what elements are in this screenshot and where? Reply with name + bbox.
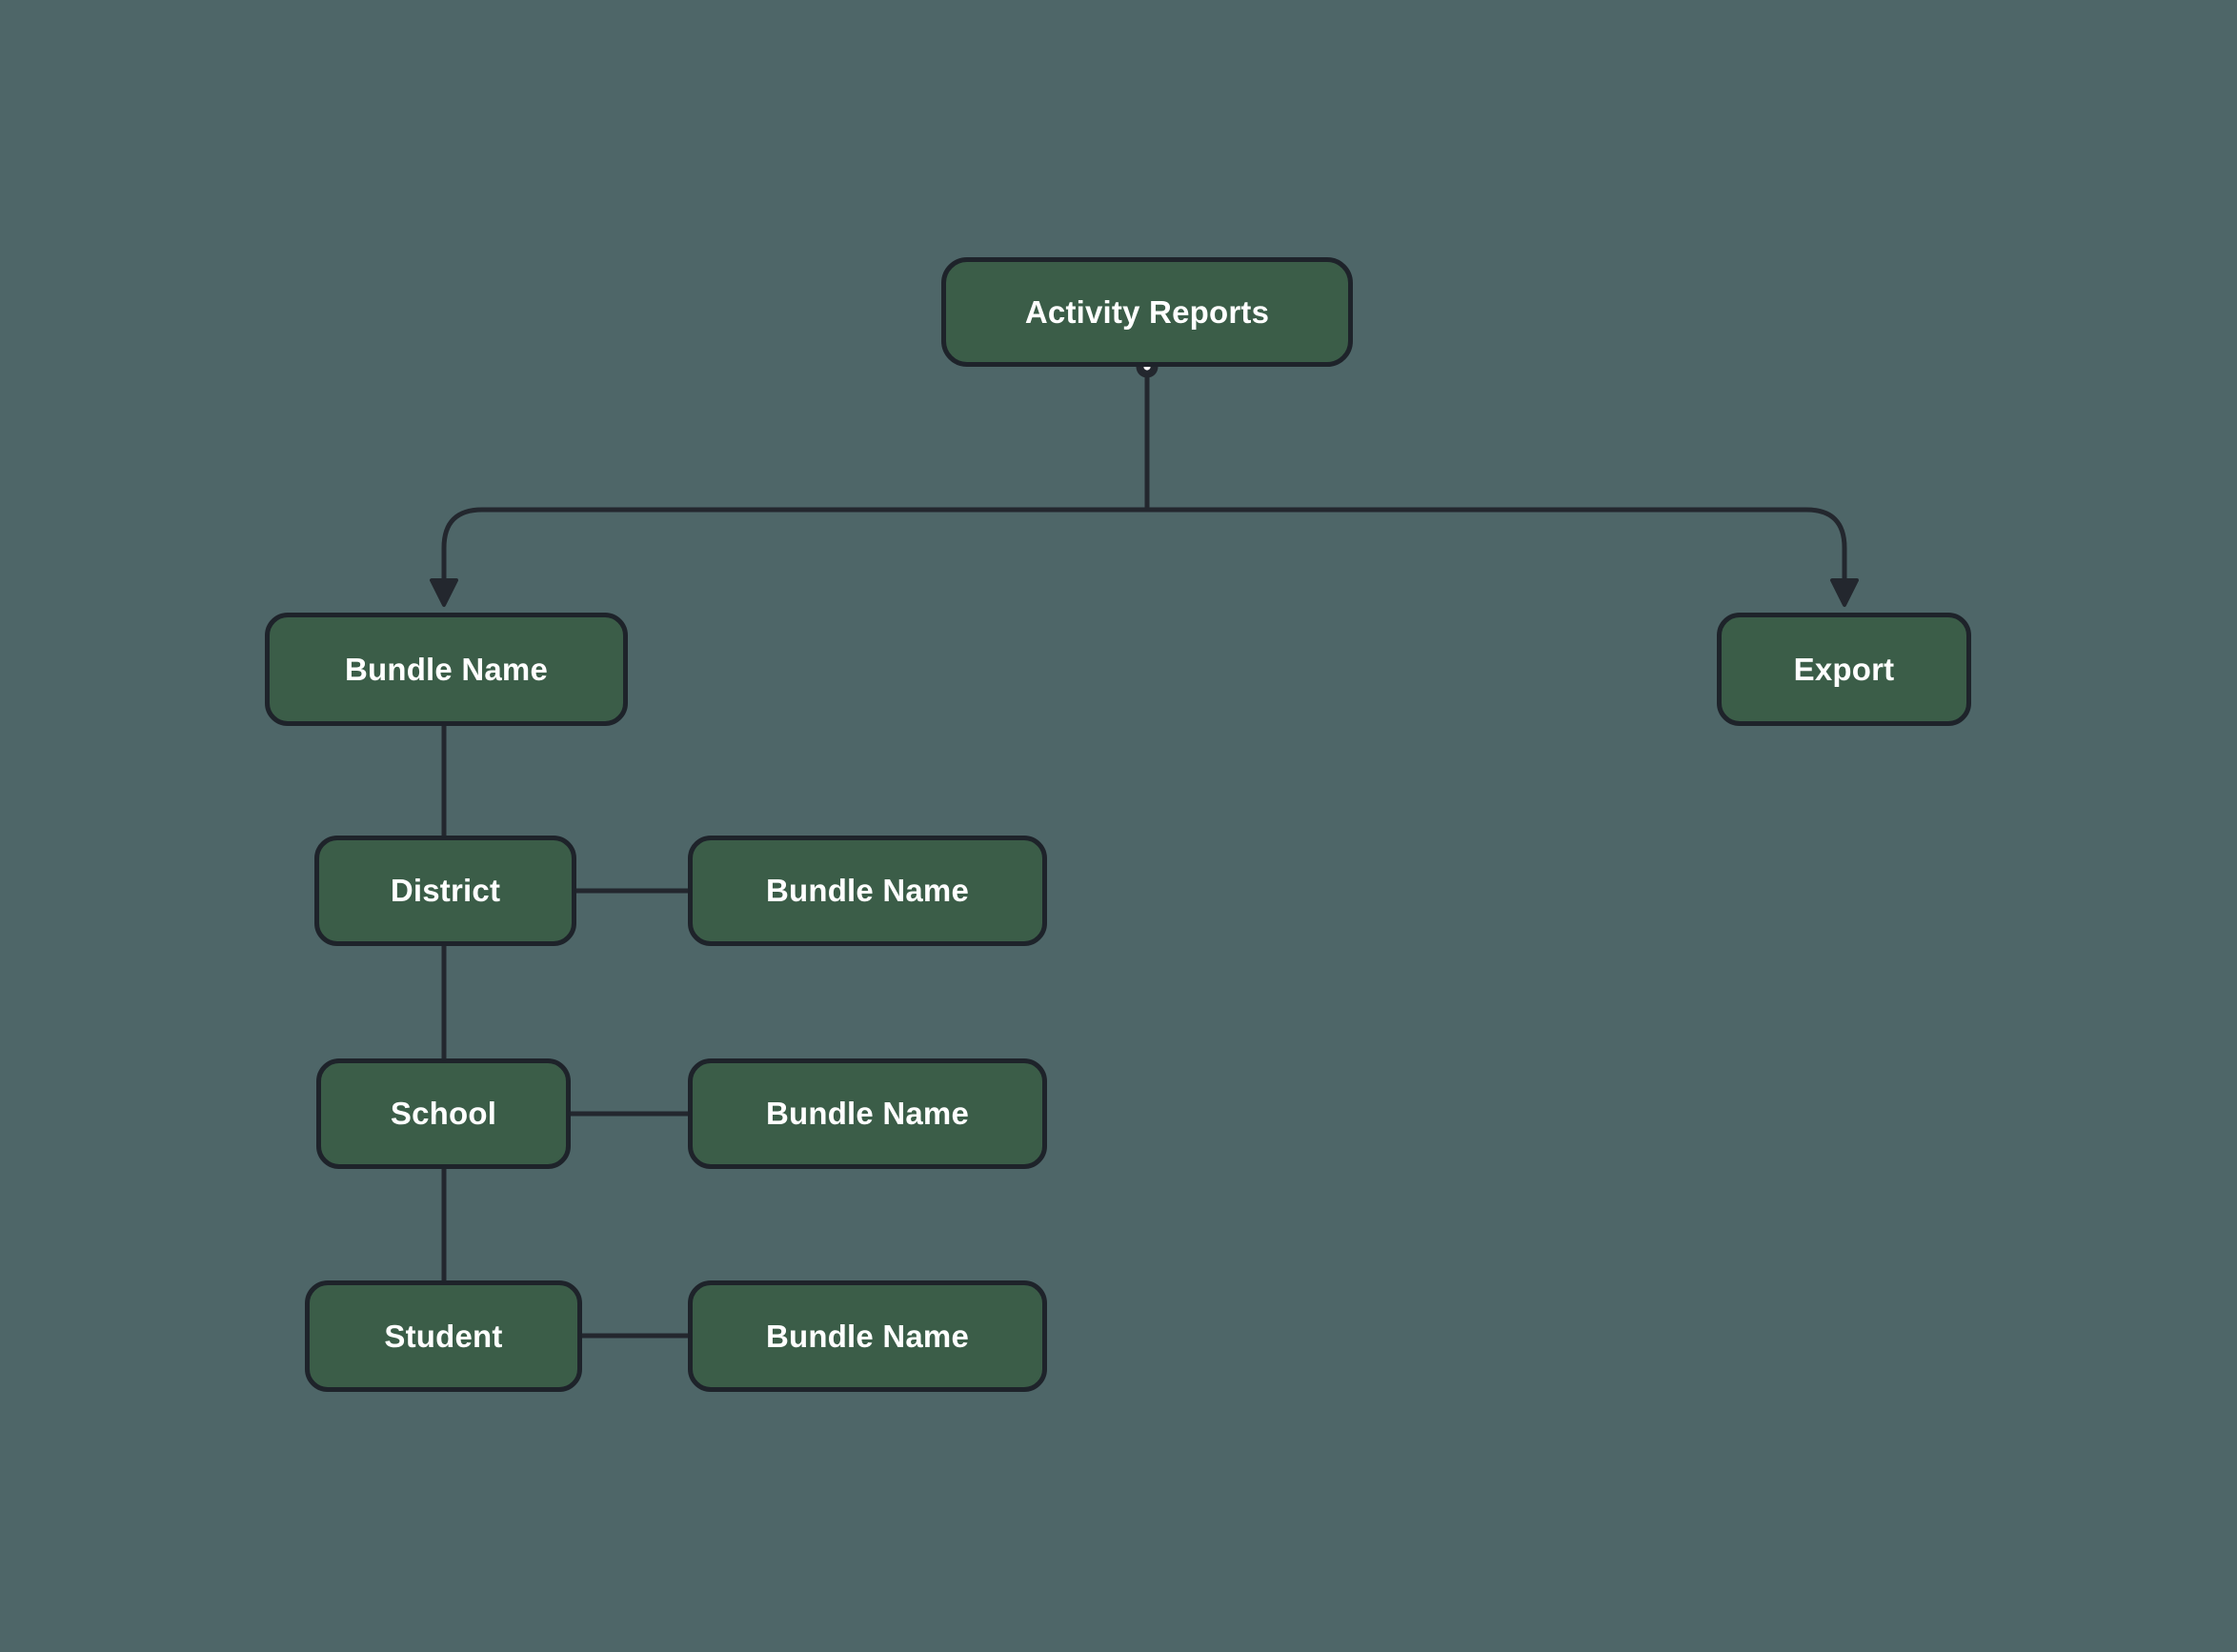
arrowhead-bundle-name [430,578,458,607]
node-label: Bundle Name [344,651,549,687]
node-activity-reports[interactable]: Activity Reports [941,257,1353,367]
node-student-bundle-name[interactable]: Bundle Name [688,1280,1047,1392]
node-district[interactable]: District [314,836,576,946]
node-school-bundle-name[interactable]: Bundle Name [688,1058,1047,1169]
node-label: District [390,873,501,908]
node-label: Student [384,1318,503,1354]
node-bundle-name-root[interactable]: Bundle Name [265,613,628,726]
node-district-bundle-name[interactable]: Bundle Name [688,836,1047,946]
node-export[interactable]: Export [1717,613,1971,726]
edge-activity-split [441,507,1847,584]
node-label: Bundle Name [765,1318,970,1354]
node-label: School [390,1096,497,1131]
node-school[interactable]: School [316,1058,571,1169]
node-student[interactable]: Student [305,1280,582,1392]
node-label: Bundle Name [765,1096,970,1131]
node-label: Bundle Name [765,873,970,908]
arrowhead-export [1830,578,1859,607]
node-label: Activity Reports [1024,293,1270,330]
node-label: Export [1793,651,1895,687]
